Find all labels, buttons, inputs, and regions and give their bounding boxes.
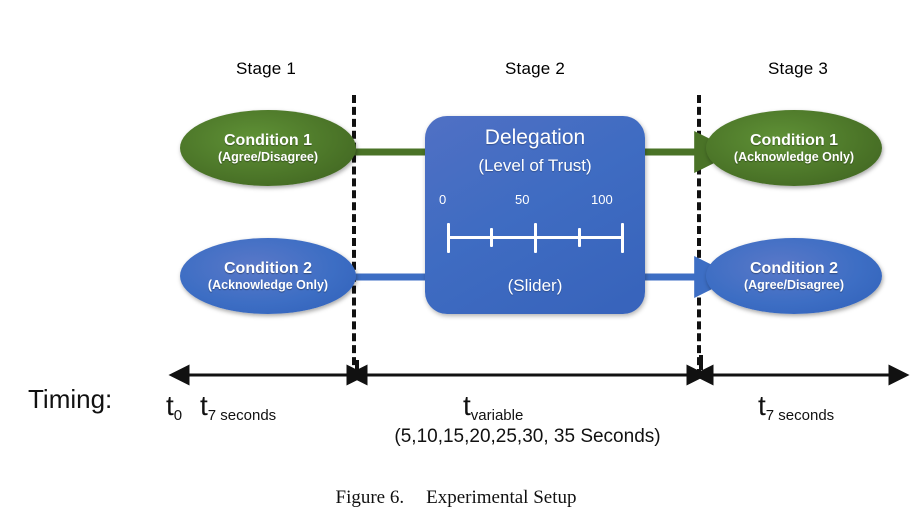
slider-tick-50	[534, 223, 537, 253]
slider-tick-75	[578, 228, 581, 247]
stage-divider-1	[352, 95, 356, 377]
timing-label: Timing:	[28, 384, 113, 414]
figure-caption: Figure 6. Experimental Setup	[0, 487, 912, 509]
slider-caption: (Slider)	[507, 276, 563, 295]
node-subtitle: (Agree/Disagree)	[217, 149, 319, 164]
stage-divider-2	[697, 95, 701, 377]
timing-stage-2-detail: (5,10,15,20,25,30, 35 Seconds)	[394, 426, 661, 447]
slider-tick-100	[621, 223, 624, 253]
timing-stage-2-duration: tvariable	[463, 390, 523, 424]
node-condition-1-stage-1[interactable]: Condition 1 (Agree/Disagree)	[180, 110, 356, 186]
node-title: Condition 1	[224, 131, 312, 149]
timing-stage-3-sub: 7 seconds	[765, 407, 835, 424]
trust-slider[interactable]: 0 50 100	[439, 192, 631, 270]
delegation-title: Delegation	[484, 126, 586, 149]
node-title: Condition 2	[224, 259, 312, 277]
delegation-subtitle: (Level of Trust)	[478, 156, 592, 175]
timing-stage-1-sub: 7 seconds	[207, 407, 277, 424]
node-title: Condition 2	[750, 259, 838, 277]
delegation-box[interactable]: Delegation (Level of Trust) 0 50 100 (Sl…	[425, 116, 645, 314]
timing-t0-sub: 0	[173, 407, 183, 424]
timing-t0-base: t	[166, 390, 174, 421]
stage-3-label: Stage 3	[767, 59, 828, 78]
stage-2-label: Stage 2	[504, 59, 565, 78]
timing-t0: t0	[166, 390, 182, 424]
slider-label-mid: 50	[515, 192, 530, 207]
figure-number: Figure 6.	[335, 487, 405, 508]
timing-stage-1-base: t	[200, 390, 208, 421]
stage-1-label: Stage 1	[235, 59, 296, 78]
node-title: Condition 1	[750, 131, 838, 149]
timing-stage-2-sub: variable	[470, 407, 524, 424]
slider-tick-25	[490, 228, 493, 247]
timing-stage-3-duration: t7 seconds	[758, 390, 834, 424]
figure-title: Experimental Setup	[426, 487, 577, 508]
node-condition-2-stage-3[interactable]: Condition 2 (Agree/Disagree)	[706, 238, 882, 314]
timing-stage-3-base: t	[758, 390, 766, 421]
node-subtitle: (Acknowledge Only)	[733, 149, 855, 164]
node-subtitle: (Agree/Disagree)	[743, 277, 845, 292]
node-condition-1-stage-3[interactable]: Condition 1 (Acknowledge Only)	[706, 110, 882, 186]
timing-stage-1-duration: t7 seconds	[200, 390, 276, 424]
slider-label-max: 100	[591, 192, 613, 207]
slider-tick-0	[447, 223, 450, 253]
node-condition-2-stage-1[interactable]: Condition 2 (Acknowledge Only)	[180, 238, 356, 314]
node-subtitle: (Acknowledge Only)	[207, 277, 329, 292]
timing-stage-2-base: t	[463, 390, 471, 421]
slider-label-min: 0	[439, 192, 447, 207]
